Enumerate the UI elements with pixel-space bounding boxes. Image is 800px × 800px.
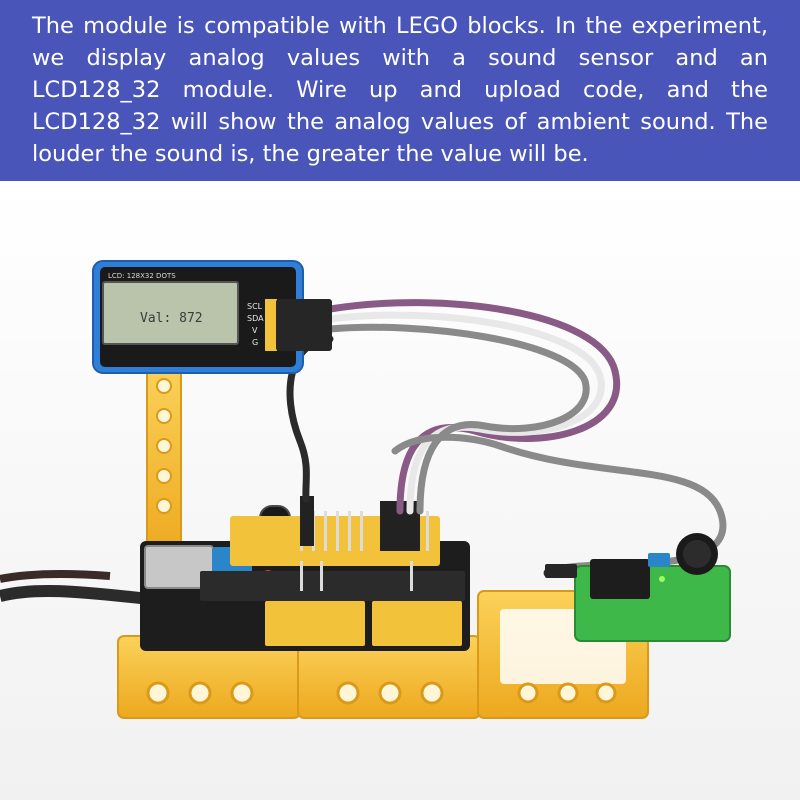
- lego-vertical-beam: [146, 360, 182, 562]
- caption-banner: The module is compatible with LEGO block…: [0, 0, 800, 181]
- lcd-connector: [276, 299, 332, 351]
- pin-label-g: G: [252, 338, 258, 347]
- product-photo: LCD: 128X32 DOTS Val: 872 SCL SDA V G: [0, 181, 800, 800]
- lcd-screen: [102, 281, 239, 345]
- lcd-header: [265, 299, 277, 351]
- lcd-module: LCD: 128X32 DOTS Val: 872 SCL SDA V G: [92, 260, 332, 374]
- sensor-pcb: [590, 559, 650, 599]
- pin-label-scl: SCL: [247, 302, 263, 311]
- lego-base-left: [117, 635, 301, 719]
- lego-base-middle: [297, 635, 481, 719]
- lcd-board-label: LCD: 128X32 DOTS: [108, 272, 176, 280]
- jumper-connector-left: [300, 496, 314, 546]
- photo-illustration: LCD: 128X32 DOTS Val: 872 SCL SDA V G: [0, 181, 800, 800]
- lcd-screen-text: Val: 872: [140, 311, 203, 326]
- pin-label-sda: SDA: [247, 314, 264, 323]
- sound-sensor-module: [545, 533, 731, 642]
- sensor-connector: [545, 564, 577, 578]
- controller-board: [140, 496, 470, 651]
- sensor-led: [659, 576, 665, 582]
- caption-text: The module is compatible with LEGO block…: [32, 13, 768, 167]
- pin-label-v: V: [252, 326, 258, 335]
- potentiometer: [648, 553, 670, 567]
